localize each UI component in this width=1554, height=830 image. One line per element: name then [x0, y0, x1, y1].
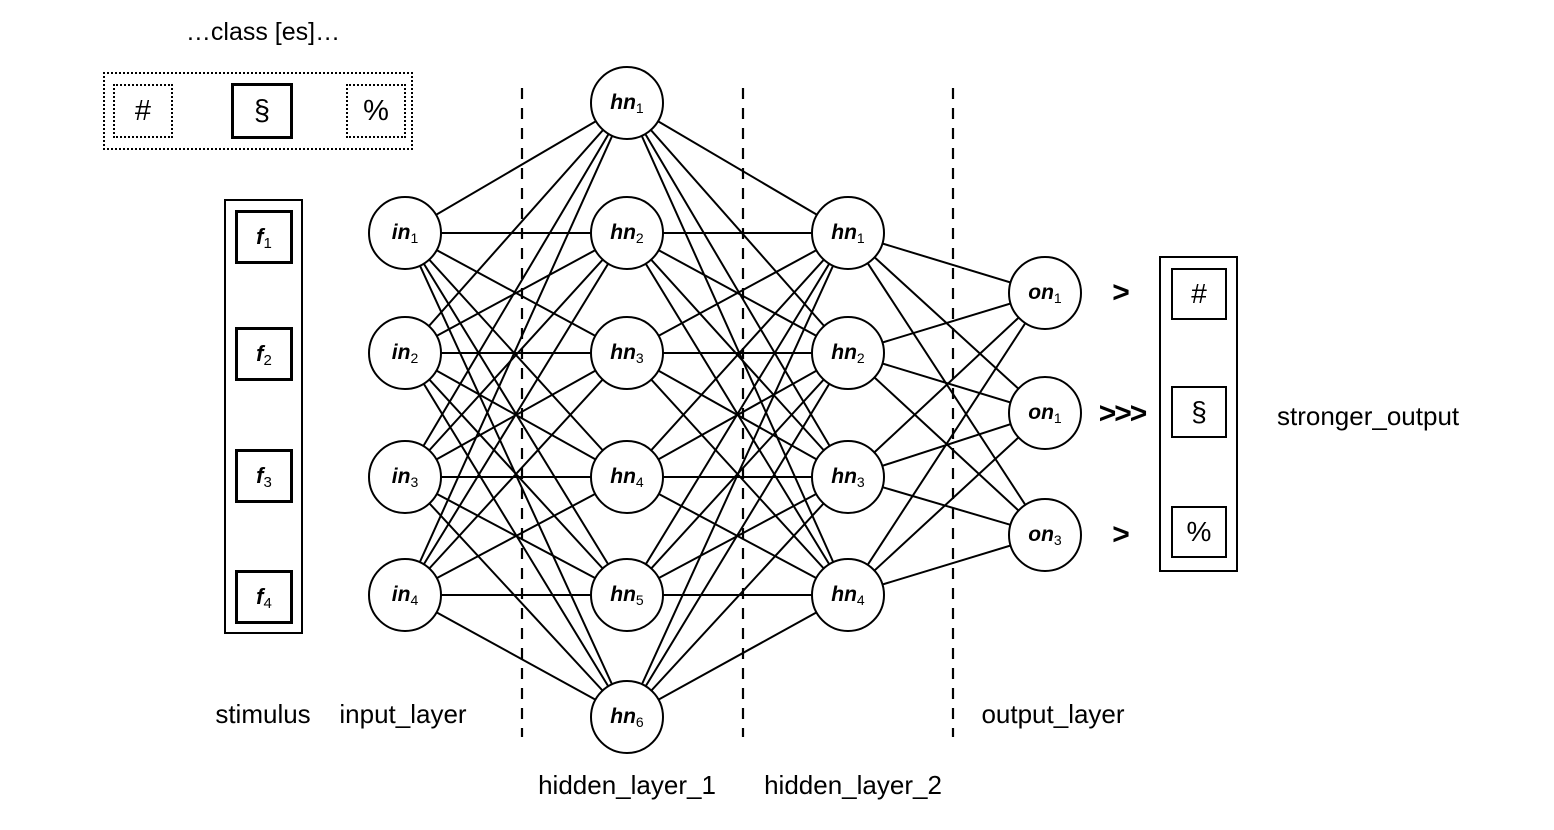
hidden-layer-2-node-hn3: hn3 — [811, 440, 885, 514]
stimulus-panel — [224, 199, 303, 634]
edge — [404, 232, 628, 354]
edge — [404, 594, 628, 718]
input-layer-node-in4: in4 — [368, 558, 442, 632]
hidden-layer-1-node-hn5: hn5 — [590, 558, 664, 632]
output-layer-node-on1: on1 — [1008, 256, 1082, 330]
edge — [404, 476, 628, 718]
edge — [626, 232, 849, 596]
output-layer-node-on1: on1 — [1008, 376, 1082, 450]
hidden-layer-1-node-hn4: hn4 — [590, 440, 664, 514]
hidden-layer-1-node-hn3: hn3 — [590, 316, 664, 390]
hidden-layer-2-node-hn4: hn4 — [811, 558, 885, 632]
edge — [404, 232, 628, 478]
output-strength-arrow-3: > — [1112, 518, 1129, 551]
edge — [626, 102, 849, 234]
edge — [626, 594, 849, 718]
edge — [404, 352, 628, 596]
output-strength-arrow-2: >>> — [1098, 397, 1148, 430]
edge — [626, 476, 849, 718]
hidden-layer-1-node-hn6: hn6 — [590, 680, 664, 754]
feature-box-f3: f3 — [235, 449, 293, 503]
edge — [626, 232, 849, 354]
caption-hidden-layer-2: hidden_layer_2 — [764, 770, 942, 800]
edge — [847, 292, 1046, 596]
caption-stimulus: stimulus — [215, 699, 311, 729]
class-box-hash: # — [113, 84, 173, 138]
input-layer-node-in3: in3 — [368, 440, 442, 514]
stronger-output-label: stronger_output — [1277, 401, 1460, 431]
hidden-layer-2-node-hn2: hn2 — [811, 316, 885, 390]
edge — [404, 102, 628, 478]
output-strength-arrow-1: > — [1112, 276, 1129, 309]
feature-box-f2: f2 — [235, 327, 293, 381]
feature-label: f — [256, 224, 264, 249]
feature-box-f1: f1 — [235, 210, 293, 264]
edge — [626, 102, 849, 596]
edge — [847, 292, 1046, 478]
input-layer-node-in2: in2 — [368, 316, 442, 390]
hidden-layer-1-node-hn1: hn1 — [590, 66, 664, 140]
edge — [626, 102, 849, 478]
feature-label: f — [256, 463, 264, 488]
input-layer-node-in1: in1 — [368, 196, 442, 270]
output-box-percent: % — [1171, 506, 1227, 558]
feature-label: f — [256, 584, 264, 609]
classes-title: …class [es]… — [185, 18, 341, 46]
output-box-section: § — [1171, 386, 1227, 438]
edge — [404, 232, 628, 596]
edge — [626, 232, 849, 478]
caption-output-layer: output_layer — [981, 699, 1125, 729]
edge — [404, 102, 628, 596]
caption-hidden-layer-1: hidden_layer_1 — [538, 770, 716, 800]
classes-panel — [103, 72, 413, 150]
class-box-percent: % — [346, 84, 406, 138]
edge — [404, 102, 628, 354]
output-box-hash: # — [1171, 268, 1227, 320]
hidden-layer-2-node-hn1: hn1 — [811, 196, 885, 270]
output-layer-node-on3: on3 — [1008, 498, 1082, 572]
edge — [404, 102, 628, 234]
feature-box-f4: f4 — [235, 570, 293, 624]
edge — [847, 412, 1046, 596]
hidden-layer-1-node-hn2: hn2 — [590, 196, 664, 270]
caption-input-layer: input_layer — [339, 699, 467, 729]
edge — [626, 352, 849, 718]
feature-label: f — [256, 341, 264, 366]
edge — [626, 232, 849, 718]
edge — [404, 476, 628, 596]
output-classes-panel — [1159, 256, 1238, 572]
class-box-section: § — [231, 83, 293, 139]
